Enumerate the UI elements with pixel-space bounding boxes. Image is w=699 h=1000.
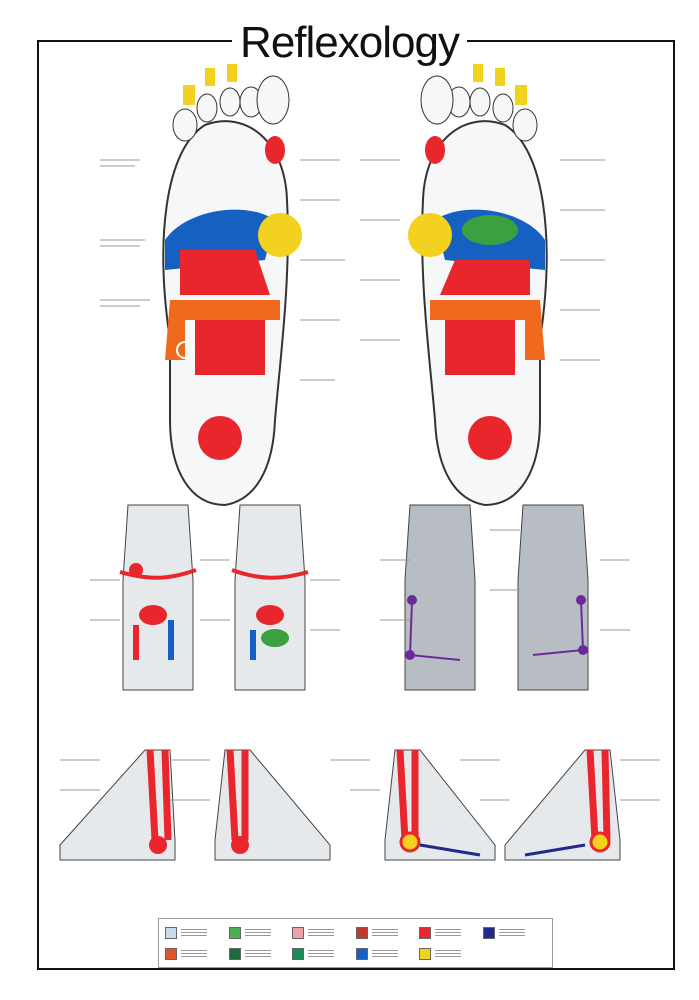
right-sole-map [408, 64, 548, 506]
legend-item [292, 922, 356, 943]
legend-item [228, 922, 293, 943]
intestine-zone [165, 300, 280, 360]
dorsal-foot-3 [404, 504, 476, 691]
legend-item [355, 943, 420, 964]
legend-item [355, 922, 420, 943]
label-placeholders [60, 159, 660, 801]
legend-item [419, 922, 483, 943]
legend-swatch [292, 926, 304, 939]
liver-zone [462, 215, 518, 245]
title-text: Reflexology [232, 18, 467, 67]
legend-item [419, 943, 483, 964]
dorsal-foot-2 [231, 504, 309, 691]
pituitary-zone [265, 136, 285, 164]
legend-swatch [482, 926, 495, 939]
legend-item [482, 922, 547, 943]
legend-swatch [292, 947, 304, 960]
side-foot-1 [59, 749, 176, 861]
sciatic-zone [198, 416, 242, 460]
dorsal-foot-1 [119, 504, 197, 691]
legend-item [165, 922, 229, 943]
side-foot-3 [384, 749, 496, 861]
color-legend [158, 918, 553, 968]
legend-swatch [355, 947, 368, 960]
legend-swatch [228, 926, 241, 939]
sinus-zone [183, 85, 195, 105]
legend-item [292, 943, 356, 964]
left-sole-map [162, 64, 302, 506]
legend-swatch [355, 926, 368, 939]
legend-swatch [419, 926, 431, 939]
poster-title: Reflexology [0, 18, 699, 68]
side-foot-2 [214, 749, 331, 861]
legend-swatch [165, 926, 177, 939]
legend-swatch [228, 947, 241, 960]
legend-swatch [165, 947, 177, 960]
side-foot-4 [504, 749, 621, 861]
dorsal-foot-4 [517, 504, 589, 691]
legend-item [165, 943, 229, 964]
legend-item [228, 943, 293, 964]
legend-swatch [419, 947, 431, 960]
